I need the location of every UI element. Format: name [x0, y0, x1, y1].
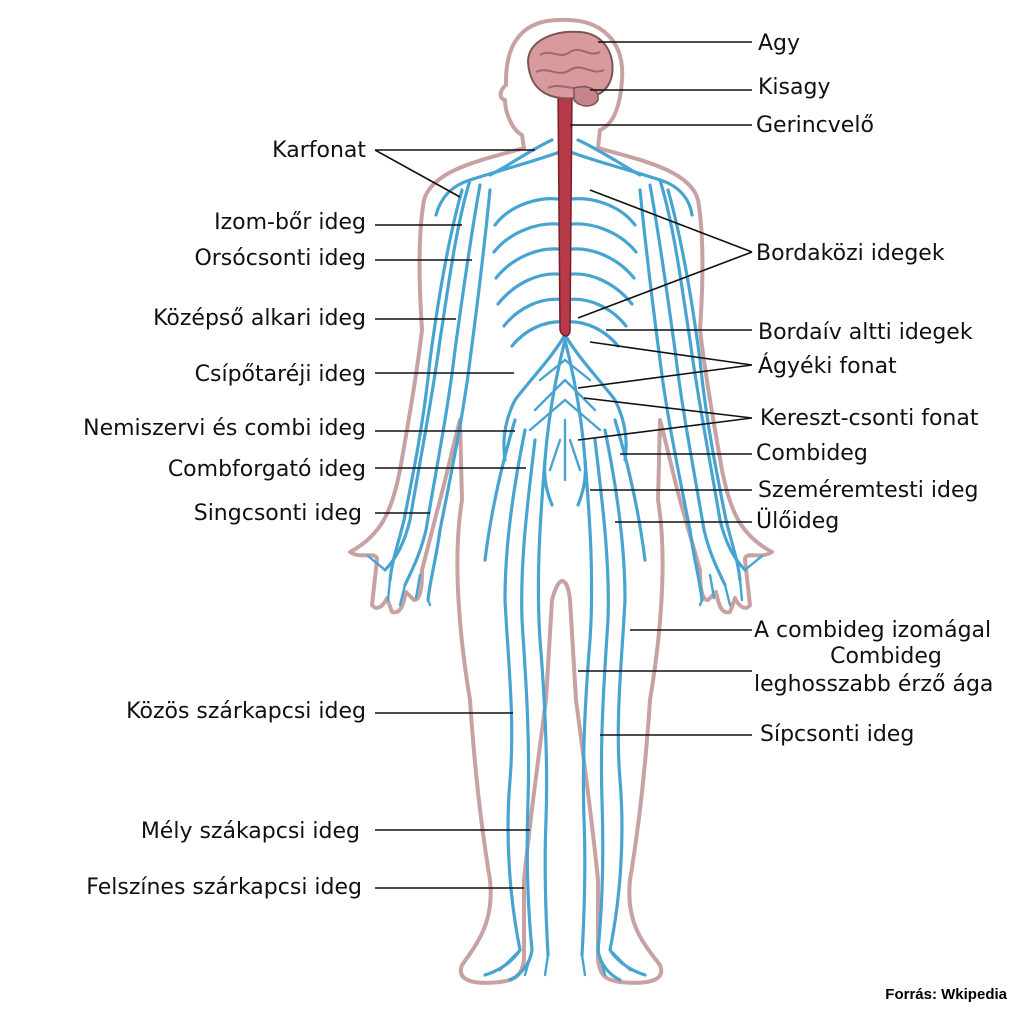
label-bordakozi-idegek: Bordaközi idegek — [756, 241, 945, 266]
label-orsocsonti-ideg: Orsócsonti ideg — [194, 246, 366, 271]
label-singcsonti-ideg: Singcsonti ideg — [194, 501, 362, 526]
label-gerincvelo: Gerincvelő — [756, 113, 874, 138]
label-nemiszervi-es-combi-ideg: Nemiszervi és combi ideg — [83, 416, 366, 441]
label-combforgato-ideg: Combforgató ideg — [168, 457, 366, 482]
label-bordaiv-altti-idegek: Bordaív altti idegek — [758, 320, 973, 345]
leader-lines — [374, 41, 753, 889]
label-combideg: Combideg — [756, 441, 868, 466]
label-agyeki-fonat: Ágyéki fonat — [758, 353, 897, 379]
label-mely-szakapcsi-ideg: Mély szákapcsi ideg — [141, 819, 360, 844]
label-leghosszabb-erzo-aga: leghosszabb érző ága — [754, 672, 993, 697]
label-karfonat: Karfonat — [272, 138, 366, 163]
label-agy: Agy — [758, 31, 800, 56]
label-szeméremtesti-ideg: Szeméremtesti ideg — [758, 478, 978, 503]
label-sipcsonti-ideg: Sípcsonti ideg — [760, 722, 914, 747]
label-kisagy: Kisagy — [758, 75, 830, 100]
label-uloideg: Ülőideg — [756, 508, 839, 534]
labels-right: Agy Kisagy Gerincvelő Bordaközi idegek B… — [754, 31, 993, 747]
label-felszines-szarkapcsi-ideg: Felszínes szárkapcsi ideg — [86, 875, 362, 900]
source-credit: Forrás: Wkipedia — [885, 986, 1007, 1003]
label-combideg-izomagal: A combideg izomágal — [754, 618, 991, 643]
cerebellum — [573, 86, 599, 107]
labels-left: Karfonat Izom-bőr ideg Orsócsonti ideg K… — [83, 138, 366, 900]
label-kozos-szarkapcsi-ideg: Közös szárkapcsi ideg — [126, 699, 366, 724]
label-combideg-2: Combideg — [830, 644, 942, 669]
label-kozepso-alkari-ideg: Középső alkari ideg — [153, 306, 366, 331]
label-csipotareji-ideg: Csípőtaréji ideg — [195, 362, 366, 387]
label-izom-bor-ideg: Izom-bőr ideg — [214, 210, 366, 235]
peripheral-nerves — [366, 138, 764, 982]
label-kereszt-csonti-fonat: Kereszt-csonti fonat — [760, 406, 979, 431]
body-outline — [348, 17, 774, 985]
spinal-cord — [557, 89, 573, 337]
